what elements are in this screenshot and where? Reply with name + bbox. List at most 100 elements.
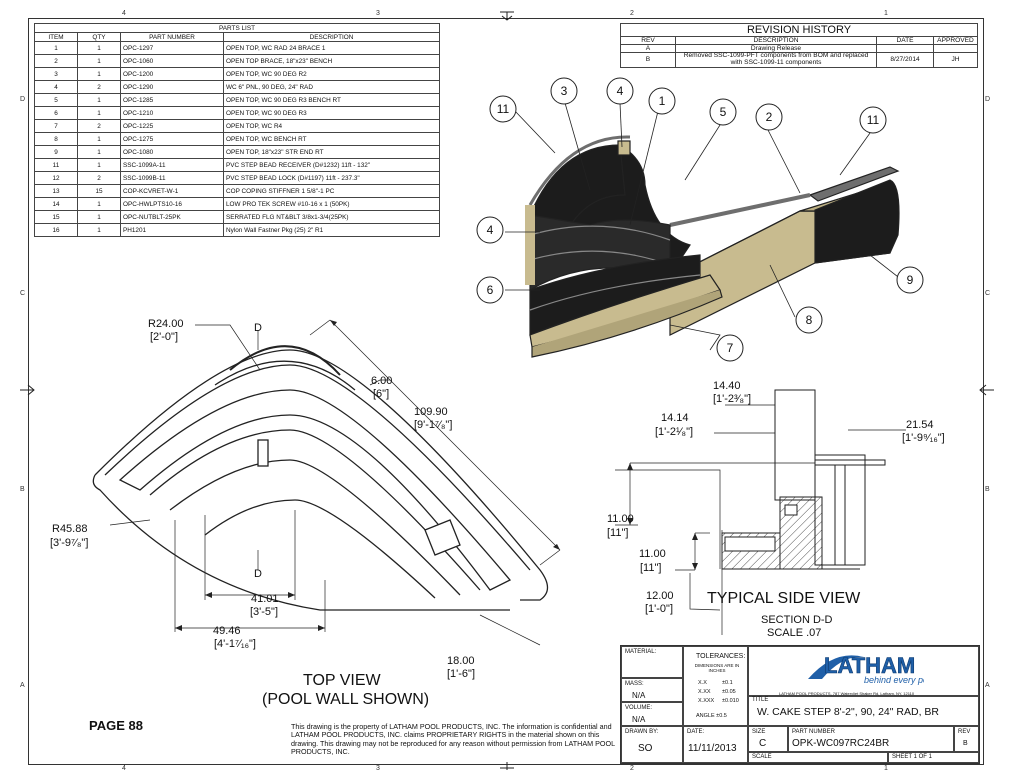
parts-list-cell: COP COPING STIFFNER 1 5/8"-1 PC [223, 184, 440, 198]
parts-list-cell: 1 [77, 67, 121, 81]
parts-list-cell: 14 [34, 197, 78, 211]
revision-history-caption: REVISION HISTORY [620, 23, 978, 37]
zone-top-1: 1 [884, 10, 888, 17]
parts-list-cell: OPEN TOP, WC R4 [223, 119, 440, 133]
col-description: DESCRIPTION [223, 32, 440, 42]
mass-label: MASS: [625, 681, 644, 687]
parts-list-cell: 1 [77, 41, 121, 55]
parts-list-cell: OPEN TOP, WC RAD 24 BRACE 1 [223, 41, 440, 55]
rev-col-date: DATE [876, 36, 934, 45]
parts-list-cell: SSC-1099A-11 [120, 158, 224, 172]
dim-r24: R24.00 [148, 318, 184, 330]
tb-logo-area: LATHAM behind every pool LATHAM POOL PRO… [748, 646, 979, 696]
parts-list-cell: OPC-1297 [120, 41, 224, 55]
top-view-drawing [92, 319, 561, 646]
parts-list-cell: 4 [34, 80, 78, 94]
balloon-6: 6 [487, 283, 494, 297]
outer-edge [94, 349, 549, 601]
rev-cell: 8/27/2014 [876, 52, 934, 68]
tb-part-number: PART NUMBER OPK-WC097RC24BR [788, 726, 954, 752]
parts-list-cell: OPEN TOP, 18"x23" STR END RT [223, 145, 440, 159]
parts-list-cell: 11 [34, 158, 78, 172]
dim-12-ft: [1'-0"] [645, 603, 674, 615]
parts-list-cell: OPC-1225 [120, 119, 224, 133]
parts-list-cell: 2 [77, 80, 121, 94]
parts-list-cell: OPC-1210 [120, 106, 224, 120]
rev-cell: B [620, 52, 676, 68]
size-value: C [759, 738, 767, 749]
rev-value: B [963, 740, 968, 747]
parts-list-cell: OPC-HWLPTS10-16 [120, 197, 224, 211]
parts-list-cell: OPEN TOP, WC 90 DEG R2 [223, 67, 440, 81]
rev-label: REV [958, 729, 971, 735]
tolerances-sub: DIMENSIONS ARE IN INCHES [694, 663, 740, 673]
parts-list-cell: 1 [77, 93, 121, 107]
volume-label: VOLUME: [625, 705, 653, 711]
logo-wordmark: LATHAM [824, 653, 915, 678]
dim-21-54: 21.54 [906, 419, 934, 431]
zone-left-c: C [20, 290, 26, 297]
parts-list-cell: 16 [34, 223, 78, 237]
drawing-border [28, 18, 984, 765]
tb-volume: VOLUME: N/A [621, 702, 683, 726]
tb-date: DATE: 11/11/2013 [683, 726, 748, 763]
parts-list-cell: 3 [34, 67, 78, 81]
parts-list-cell: 1 [77, 223, 121, 237]
zone-left-d: D [20, 96, 26, 103]
balloon-9: 9 [907, 273, 914, 287]
balloon-4-left: 4 [487, 223, 494, 237]
parts-list-cell: 2 [77, 171, 121, 185]
tol-angle: ANGLE ±0.5 [696, 713, 727, 719]
top-view-title: TOP VIEW [303, 672, 381, 689]
side-view-drawing [615, 389, 906, 635]
mass-value: N/A [632, 691, 646, 700]
bench-coping [808, 166, 900, 202]
parts-list-cell: 1 [77, 158, 121, 172]
dim-6: 6.00 [371, 375, 393, 387]
date-label: DATE: [687, 729, 705, 735]
drawn-by-label: DRAWN BY: [625, 729, 659, 735]
parts-list-cell: 6 [34, 106, 78, 120]
title-block: MATERIAL: MASS: N/A VOLUME: N/A DRAWN BY… [620, 645, 980, 764]
zone-top-3: 3 [376, 10, 380, 17]
parts-list-cell: OPC-1275 [120, 132, 224, 146]
balloon-7: 7 [727, 341, 734, 355]
zone-bottom-3: 3 [376, 765, 380, 772]
dim-r24-ft: [2'-0"] [150, 331, 179, 343]
company-address: LATHAM POOL PRODUCTS, 787 Watervliet Sha… [779, 691, 915, 696]
parts-list-cell: 1 [77, 132, 121, 146]
drawn-by-value: SO [638, 743, 653, 754]
tb-mass: MASS: N/A [621, 678, 683, 702]
parts-list-cell: OPC-1080 [120, 145, 224, 159]
parts-list-cell: 15 [77, 184, 121, 198]
dim-11-b: 11.00 [639, 548, 666, 560]
parts-list-cell: 1 [77, 54, 121, 68]
parts-list-cell: 1 [34, 41, 78, 55]
parts-list-cell: OPC-1290 [120, 80, 224, 94]
parts-list-cell: 1 [77, 197, 121, 211]
title-value: W. CAKE STEP 8'-2", 90, 24" RAD, BR [757, 706, 939, 718]
tol-key: X.X [698, 680, 707, 686]
dim-49: 49.46 [213, 625, 241, 637]
parts-list-cell: 1 [77, 145, 121, 159]
side-view-section: SECTION D-D [761, 614, 833, 626]
balloon-2: 2 [766, 110, 773, 124]
tol-val: ±0.010 [722, 698, 739, 704]
tb-title: TITLE W. CAKE STEP 8'-2", 90, 24" RAD, B… [748, 696, 979, 726]
step-bead-receiver [528, 135, 631, 206]
col-part-number: PART NUMBER [120, 32, 224, 42]
isometric-view: 11 3 4 1 5 2 11 4 6 7 8 9 [476, 77, 924, 362]
revision-history-table: REVISION HISTORY REV DESCRIPTION DATE AP… [620, 23, 978, 68]
tb-drawn-by: DRAWN BY: SO [621, 726, 683, 763]
parts-list-cell: OPEN TOP, WC BENCH RT [223, 132, 440, 146]
rev-cell: Removed SSC-1099-PFT components from BOM… [675, 52, 877, 68]
section-mark-d-bottom: D [254, 568, 262, 580]
